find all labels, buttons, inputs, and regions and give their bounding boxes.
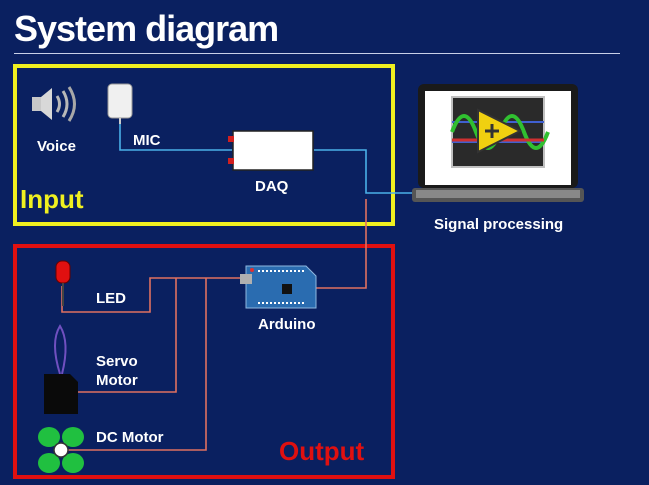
page-title: System diagram: [14, 8, 279, 49]
daq-device-icon: [228, 130, 314, 171]
led-label: LED: [96, 290, 126, 307]
signal-processing-label: Signal processing: [434, 216, 564, 233]
output-group-label: Output: [279, 436, 365, 466]
arduino-to-led-wire: [61, 277, 246, 313]
microphone-icon: [107, 83, 133, 124]
daq-to-laptop-wire: [314, 149, 420, 194]
laptop-to-arduino-wire: [316, 199, 367, 289]
mic-to-daq-wire: [119, 122, 232, 151]
speaker-icon: [32, 86, 76, 122]
arduino-label: Arduino: [258, 316, 316, 333]
servo-label-line2: Motor: [96, 372, 138, 389]
mic-label: MIC: [133, 132, 161, 149]
signal-processing-logo-icon: [450, 96, 550, 168]
arduino-board-icon: [240, 265, 317, 309]
voice-label: Voice: [37, 138, 76, 155]
laptop-icon: [412, 84, 584, 202]
arduino-to-dc-motor-wire: [62, 278, 207, 451]
title-divider: [14, 53, 620, 54]
servo-label-line1: Servo: [96, 353, 138, 370]
led-icon: [55, 260, 71, 306]
servo-motor-icon: [44, 324, 78, 414]
output-group-box: [13, 244, 395, 479]
daq-label: DAQ: [255, 178, 289, 195]
input-group-box: [13, 64, 395, 226]
input-group-label: Input: [20, 184, 84, 214]
fan-icon: [38, 427, 84, 473]
dc-motor-label: DC Motor: [96, 429, 164, 446]
arduino-to-servo-wire: [66, 278, 177, 393]
